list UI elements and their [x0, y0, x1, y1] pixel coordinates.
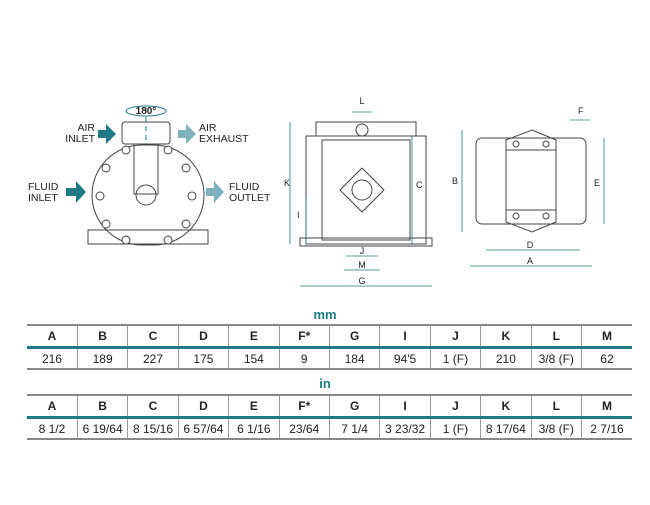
top-dimension-lines: [461, 119, 605, 267]
fluid-outlet-arrow-icon: [206, 181, 224, 203]
column-header: I: [379, 394, 431, 419]
fluid-outlet-label-2: OUTLET: [229, 192, 271, 204]
column-header: A: [27, 394, 78, 419]
column-header: B: [76, 394, 128, 419]
air-inlet-label: AIR: [77, 122, 95, 134]
dim-L: L: [359, 96, 364, 106]
dim-I: I: [297, 210, 300, 220]
table-cell: 3/8 (F): [530, 417, 582, 440]
column-header: L: [530, 324, 582, 349]
fluid-inlet-arrow-icon: [66, 181, 86, 203]
dim-G: G: [358, 276, 365, 286]
dim-E: E: [594, 178, 600, 188]
dim-J: J: [360, 246, 365, 256]
table-cell: 8 17/64: [480, 417, 532, 440]
table-cell: 184: [328, 347, 380, 370]
table-cell: 23/64: [278, 417, 330, 440]
column-header: I: [379, 324, 431, 349]
column-header: D: [177, 324, 229, 349]
table-cell: 227: [127, 347, 179, 370]
fluid-inlet-label: FLUID: [28, 181, 59, 193]
table-cell: 62: [580, 347, 632, 370]
column-header: E: [228, 324, 280, 349]
rotation-label: 180°: [136, 106, 157, 117]
table-cell: 175: [177, 347, 229, 370]
side-dimension-lines: [289, 111, 432, 287]
dim-D: D: [527, 240, 534, 250]
column-header: M: [580, 324, 632, 349]
column-header: J: [429, 394, 481, 419]
column-header: A: [27, 324, 78, 349]
column-header: K: [480, 394, 532, 419]
mm-unit-heading: mm: [313, 307, 337, 322]
technical-drawings: 180° AIR INLET AIR EXHAUST FLUID INLET F…: [28, 96, 605, 287]
column-header: K: [480, 324, 532, 349]
column-header: E: [228, 394, 280, 419]
column-header: G: [328, 394, 380, 419]
in-unit-heading: in: [319, 376, 331, 391]
table-cell: 94'5: [379, 347, 431, 370]
arrow-icons: [66, 124, 224, 203]
dim-A: A: [527, 256, 533, 266]
dim-B: B: [452, 176, 458, 186]
table-cell: 1 (F): [429, 347, 481, 370]
column-header: C: [127, 324, 179, 349]
column-header: F*: [278, 324, 330, 349]
table-cell: 9: [278, 347, 330, 370]
table-cell: 189: [76, 347, 128, 370]
dim-F: F: [578, 106, 584, 116]
table-cell: 7 1/4: [328, 417, 380, 440]
air-exhaust-arrow-icon: [178, 124, 196, 144]
column-header: D: [177, 394, 229, 419]
table-cell: 3 23/32: [379, 417, 431, 440]
table-cell: 3/8 (F): [530, 347, 582, 370]
table-cell: 154: [228, 347, 280, 370]
column-header: C: [127, 394, 179, 419]
fluid-outlet-label: FLUID: [229, 181, 260, 193]
table-cell: 216: [27, 347, 78, 370]
dim-C: C: [416, 180, 423, 190]
column-header: M: [580, 394, 632, 419]
table-cell: 1 (F): [429, 417, 481, 440]
column-header: L: [530, 394, 582, 419]
table-cell: 6 1/16: [228, 417, 280, 440]
column-header: B: [76, 324, 128, 349]
table-cell: 6 19/64: [76, 417, 128, 440]
dim-M: M: [358, 260, 366, 270]
table-cell: 6 57/64: [177, 417, 229, 440]
column-header: F*: [278, 394, 330, 419]
air-exhaust-label-2: EXHAUST: [199, 133, 249, 145]
top-view: [475, 129, 587, 233]
table-cell: 210: [480, 347, 532, 370]
air-exhaust-label: AIR: [199, 122, 217, 134]
table-cell: 8 15/16: [127, 417, 179, 440]
table-cell: 8 1/2: [27, 417, 78, 440]
fluid-inlet-label-2: INLET: [28, 192, 58, 204]
side-view: [299, 121, 433, 247]
dim-K: K: [284, 178, 290, 188]
table-cell: 2 7/16: [580, 417, 632, 440]
air-inlet-label-2: INLET: [65, 133, 95, 145]
air-inlet-arrow-icon: [98, 124, 116, 144]
front-view: [87, 105, 209, 246]
column-header: J: [429, 324, 481, 349]
column-header: G: [328, 324, 380, 349]
